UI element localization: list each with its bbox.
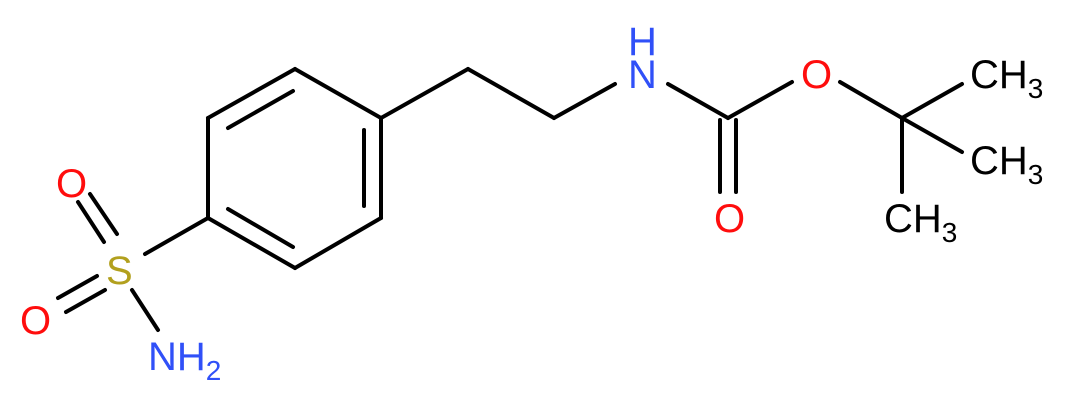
bond-cq-ch3-1	[900, 82, 964, 120]
bond-ch2-n	[552, 82, 617, 120]
bond-ring-6	[206, 67, 297, 120]
methyl-1-label: CH	[970, 53, 1028, 97]
atom-labels: O O S NH2 H N O O CH3 CH3 CH3	[20, 20, 1043, 386]
bond-ring-inner-1	[226, 89, 295, 130]
atom-methyl-1: CH3	[970, 53, 1043, 104]
bond-ch2-ch2	[466, 67, 556, 120]
bonds	[56, 67, 964, 332]
methyl-3-subscript: 3	[942, 217, 958, 248]
bond-cq-ch3-2	[900, 116, 964, 154]
bond-n-c	[666, 82, 730, 120]
atom-o-sulfonyl-top: O	[56, 162, 87, 206]
atom-methyl-2: CH3	[970, 139, 1043, 190]
bond-s-o-top-b	[88, 192, 119, 236]
atom-o-carbonyl: O	[714, 197, 745, 241]
bond-ring-s	[143, 216, 210, 256]
bond-o-cq	[838, 80, 904, 120]
bond-s-o-bottom-b	[64, 288, 107, 314]
atom-methyl-3: CH3	[884, 197, 957, 248]
bond-ring-1	[293, 67, 383, 120]
bond-c-o-ester	[726, 80, 794, 120]
atom-n-h: H	[628, 20, 657, 64]
bond-ring-inner-3	[226, 207, 295, 249]
methyl-3-label: CH	[884, 197, 942, 241]
atom-o-sulfonyl-bottom: O	[20, 299, 51, 343]
methyl-2-subscript: 3	[1028, 159, 1044, 190]
atom-nitrogen: N	[628, 53, 657, 97]
bond-s-o-top-a	[76, 200, 106, 244]
bond-s-n	[130, 288, 160, 332]
bond-s-o-bottom-a	[56, 274, 99, 300]
amine-label: NH	[148, 335, 206, 379]
methyl-2-label: CH	[970, 139, 1028, 183]
atom-amine: NH2	[148, 335, 221, 386]
amine-subscript: 2	[206, 355, 222, 386]
atom-sulfur: S	[106, 249, 133, 293]
bond-ring-to-ch2	[379, 67, 470, 120]
atom-o-ester: O	[801, 53, 832, 97]
methyl-1-subscript: 3	[1028, 73, 1044, 104]
bond-ring-3	[293, 216, 383, 270]
bond-ring-4	[206, 216, 297, 270]
